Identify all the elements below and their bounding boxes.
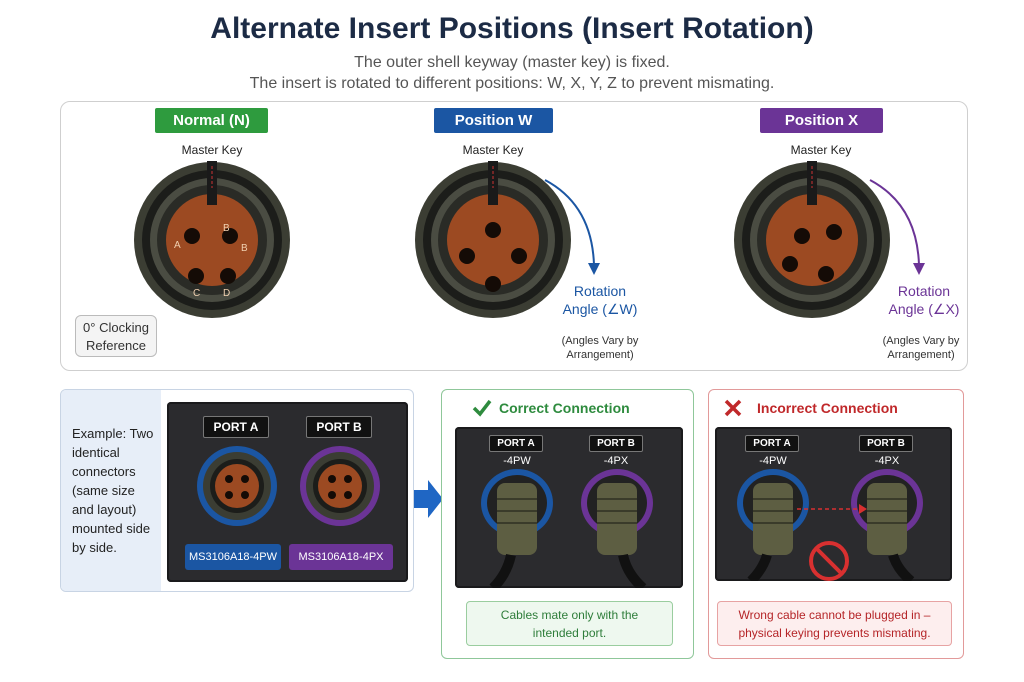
correct-cables-illustration	[481, 469, 653, 588]
pin-label-d: D	[223, 288, 230, 299]
correct-connection-title: Correct Connection	[499, 400, 630, 416]
example-mount-plate: PORT A PORT B MS3106A18-4PW MS3106A18-4P…	[167, 402, 408, 582]
incorrect-message-line1: Wrong cable cannot be plugged in –	[738, 608, 931, 622]
incorrect-connection-panel: Incorrect Connection PORT A PORT B -4PW …	[708, 389, 964, 659]
correct-message-box: Cables mate only with the intended port.	[466, 601, 673, 646]
correct-code-b: -4PX	[603, 455, 629, 467]
correct-message-line1: Cables mate only with the	[500, 608, 639, 622]
example-connector-a	[197, 446, 277, 526]
rotation-angle-x: Angle (∠X)	[888, 301, 960, 317]
rotation-label-x-line1: Rotation	[897, 283, 951, 299]
correct-code-a: -4PW	[503, 455, 531, 467]
subtitle-insert-rotation: The insert is rotated to different posit…	[249, 75, 775, 92]
correct-port-a-label: PORT A	[489, 435, 543, 452]
example-text: Example: Two identical connectors (same …	[72, 426, 154, 555]
rotation-label-x: Rotation Angle (∠X)	[884, 282, 964, 318]
incorrect-connection-title: Incorrect Connection	[757, 400, 898, 416]
pin-label-c: C	[193, 288, 200, 299]
example-part-b-tag: MS3106A18-4PX	[289, 544, 393, 570]
master-key-label-normal: Master Key	[181, 143, 243, 157]
correct-mount-plate: PORT A PORT B -4PW -4PX	[455, 427, 683, 588]
incorrect-message-box: Wrong cable cannot be plugged in – physi…	[717, 601, 952, 646]
rotation-angle-w: Angle (∠W)	[562, 301, 638, 317]
pin-label-b-2: B	[241, 243, 248, 254]
example-text-box: Example: Two identical connectors (same …	[61, 390, 161, 591]
clocking-reference-box: 0° Clocking Reference	[75, 315, 157, 357]
rotation-label-w: Rotation Angle (∠W)	[560, 282, 640, 318]
badge-position-x: Position X	[760, 108, 883, 133]
example-port-a-label: PORT A	[203, 416, 269, 438]
incorrect-message-line2: physical keying prevents mismating.	[738, 626, 931, 640]
incorrect-port-b-label: PORT B	[859, 435, 913, 452]
incorrect-code-a: -4PW	[759, 455, 787, 467]
page-title: Alternate Insert Positions (Insert Rotat…	[210, 12, 814, 45]
rotation-arrow-x	[869, 179, 925, 275]
connector-position-w	[415, 161, 571, 318]
incorrect-mount-plate: PORT A PORT B -4PW -4PX	[715, 427, 952, 581]
correct-port-b-label: PORT B	[589, 435, 643, 452]
example-connector-b	[300, 446, 380, 526]
example-port-b-label: PORT B	[306, 416, 372, 438]
connector-position-x	[734, 161, 890, 318]
clocking-reference-line1: 0° Clocking	[83, 320, 149, 335]
prohibited-icon	[809, 541, 849, 581]
clocking-reference-line2: Reference	[86, 338, 146, 353]
badge-position-w: Position W	[434, 108, 553, 133]
cross-icon	[724, 399, 742, 417]
rotation-arrow-w	[544, 179, 600, 275]
incorrect-code-b: -4PX	[874, 455, 900, 467]
master-key-label-x: Master Key	[790, 143, 852, 157]
angles-vary-note-w: (Angles Vary by Arrangement)	[561, 335, 639, 361]
flow-arrow-icon	[414, 480, 443, 518]
badge-normal: Normal (N)	[155, 108, 268, 133]
pin-label-b: B	[223, 223, 230, 234]
example-part-a-tag: MS3106A18-4PW	[185, 544, 281, 570]
check-icon	[472, 399, 492, 417]
pin-label-a: A	[174, 240, 181, 251]
master-key-label-w: Master Key	[462, 143, 524, 157]
incorrect-cables-illustration	[737, 469, 923, 581]
angles-vary-note-x: (Angles Vary by Arrangement)	[882, 335, 960, 361]
example-panel: Example: Two identical connectors (same …	[60, 389, 414, 592]
correct-message-line2: intended port.	[532, 626, 607, 640]
connector-normal: A B C D B	[134, 161, 290, 318]
rotation-label-w-line1: Rotation	[573, 283, 627, 299]
correct-connection-panel: Correct Connection PORT A PORT B -4PW -4…	[441, 389, 694, 659]
subtitle-master-key: The outer shell keyway (master key) is f…	[354, 54, 670, 71]
incorrect-port-a-label: PORT A	[745, 435, 799, 452]
